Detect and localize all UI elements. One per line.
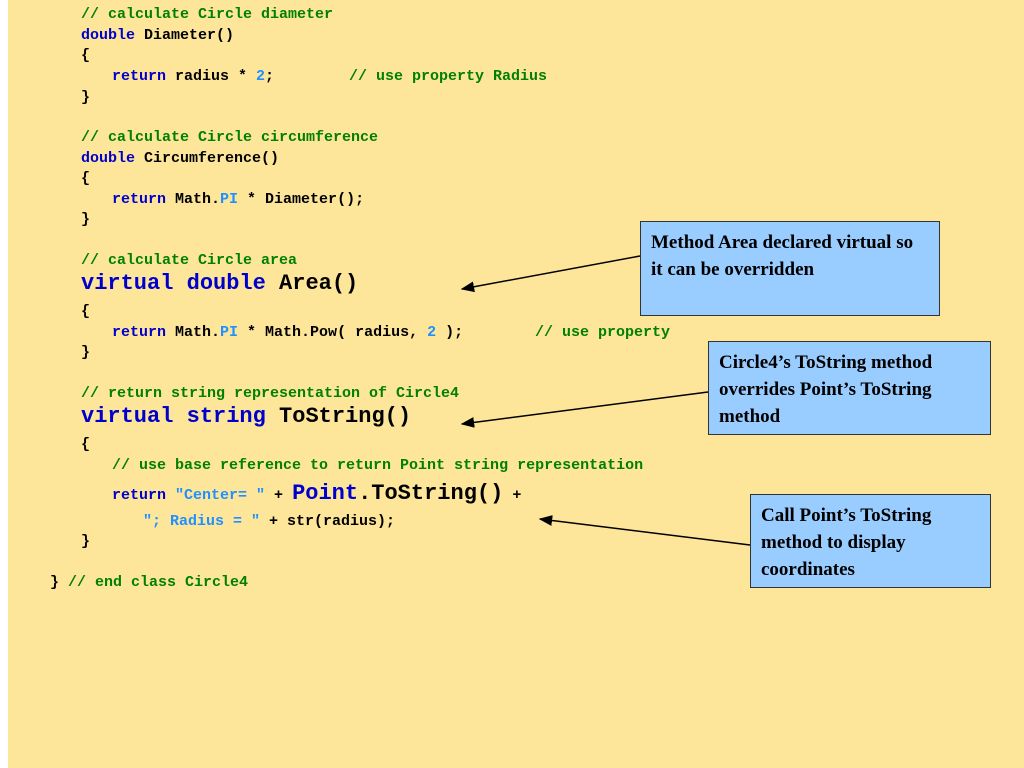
code-comment: // use property	[535, 324, 671, 341]
code-keyword: virtual double	[81, 271, 266, 296]
code-line: double Diameter()	[81, 26, 234, 47]
code-keyword: return	[112, 487, 167, 504]
code-text: }	[81, 89, 91, 106]
code-text: ToString()	[265, 404, 412, 429]
code-text: Diameter()	[135, 27, 235, 44]
code-line: "; Radius = " + str(radius);	[143, 512, 395, 533]
callout-point-tostring: Call Point’s ToString method to display …	[750, 494, 991, 588]
code-text: + str(radius);	[260, 513, 396, 530]
code-line: // use property	[535, 323, 670, 344]
code-line: return Math.PI * Diameter();	[112, 190, 364, 211]
code-line: // calculate Circle area	[81, 251, 297, 272]
code-line: double Circumference()	[81, 149, 279, 170]
code-line: }	[81, 532, 90, 553]
code-keyword: virtual string	[81, 404, 266, 429]
code-line: // return string representation of Circl…	[81, 384, 459, 405]
code-line: // calculate Circle diameter	[81, 5, 333, 26]
code-line: {	[81, 435, 90, 456]
code-line: }	[81, 88, 90, 109]
code-text: .ToString()	[358, 481, 504, 506]
code-text: Circumference()	[135, 150, 280, 167]
code-comment: // use property Radius	[349, 68, 548, 85]
code-line: return Math.PI * Math.Pow( radius, 2 );	[112, 323, 463, 344]
arrow-to-area	[460, 255, 641, 293]
code-keyword: return	[112, 68, 167, 85]
code-text: }	[81, 533, 91, 550]
code-line: } // end class Circle4	[50, 573, 248, 594]
code-listing: // calculate Circle diameter double Diam…	[8, 0, 670, 636]
code-keyword: double	[81, 150, 136, 167]
code-text: }	[81, 344, 91, 361]
code-literal: 2	[427, 324, 437, 341]
code-text: {	[81, 170, 91, 187]
code-line: return radius * 2;	[112, 67, 274, 88]
code-string: "Center= "	[175, 487, 266, 504]
code-text: +	[503, 487, 522, 504]
callout-area: Method Area declared virtual so it can b…	[640, 221, 940, 316]
code-comment: // calculate Circle area	[81, 252, 298, 269]
code-literal: PI	[220, 191, 239, 208]
code-line: virtual double Area()	[81, 271, 359, 296]
code-class-name: Point	[292, 481, 359, 506]
code-keyword: double	[81, 27, 136, 44]
code-line: {	[81, 302, 90, 323]
code-line: {	[81, 169, 90, 190]
code-literal: 2	[256, 68, 266, 85]
code-text: Math.	[166, 191, 221, 208]
code-line: // use property Radius	[349, 67, 547, 88]
code-line: }	[81, 343, 90, 364]
code-line: {	[81, 46, 90, 67]
code-text: {	[81, 47, 91, 64]
code-text: Area()	[265, 271, 359, 296]
code-text: );	[436, 324, 464, 341]
code-string: "; Radius = "	[143, 513, 261, 530]
code-text: Math.	[166, 324, 221, 341]
code-text: }	[81, 211, 91, 228]
code-comment: // return string representation of Circl…	[81, 385, 460, 402]
code-literal: PI	[220, 324, 239, 341]
code-text: ;	[265, 68, 275, 85]
code-comment: // calculate Circle diameter	[81, 6, 334, 23]
code-text: {	[81, 436, 91, 453]
code-text: +	[265, 487, 293, 504]
code-line: }	[81, 210, 90, 231]
code-line: return "Center= " + Point.ToString() +	[112, 481, 522, 507]
code-comment: // calculate Circle circumference	[81, 129, 379, 146]
code-comment: // use base reference to return Point st…	[112, 457, 644, 474]
arrow-to-tostring	[460, 391, 709, 428]
code-line: virtual string ToString()	[81, 404, 412, 429]
code-text: * Diameter();	[238, 191, 365, 208]
code-text: }	[50, 574, 60, 591]
code-line: // calculate Circle circumference	[81, 128, 378, 149]
arrow-to-point-tostring	[538, 515, 751, 546]
code-comment: // end class Circle4	[59, 574, 249, 591]
code-text: * Math.Pow( radius,	[238, 324, 428, 341]
code-text: radius *	[166, 68, 257, 85]
code-text: {	[81, 303, 91, 320]
code-keyword: return	[112, 191, 167, 208]
code-keyword: return	[112, 324, 167, 341]
callout-tostring: Circle4’s ToString method overrides Poin…	[708, 341, 991, 435]
code-line: // use base reference to return Point st…	[112, 456, 643, 477]
